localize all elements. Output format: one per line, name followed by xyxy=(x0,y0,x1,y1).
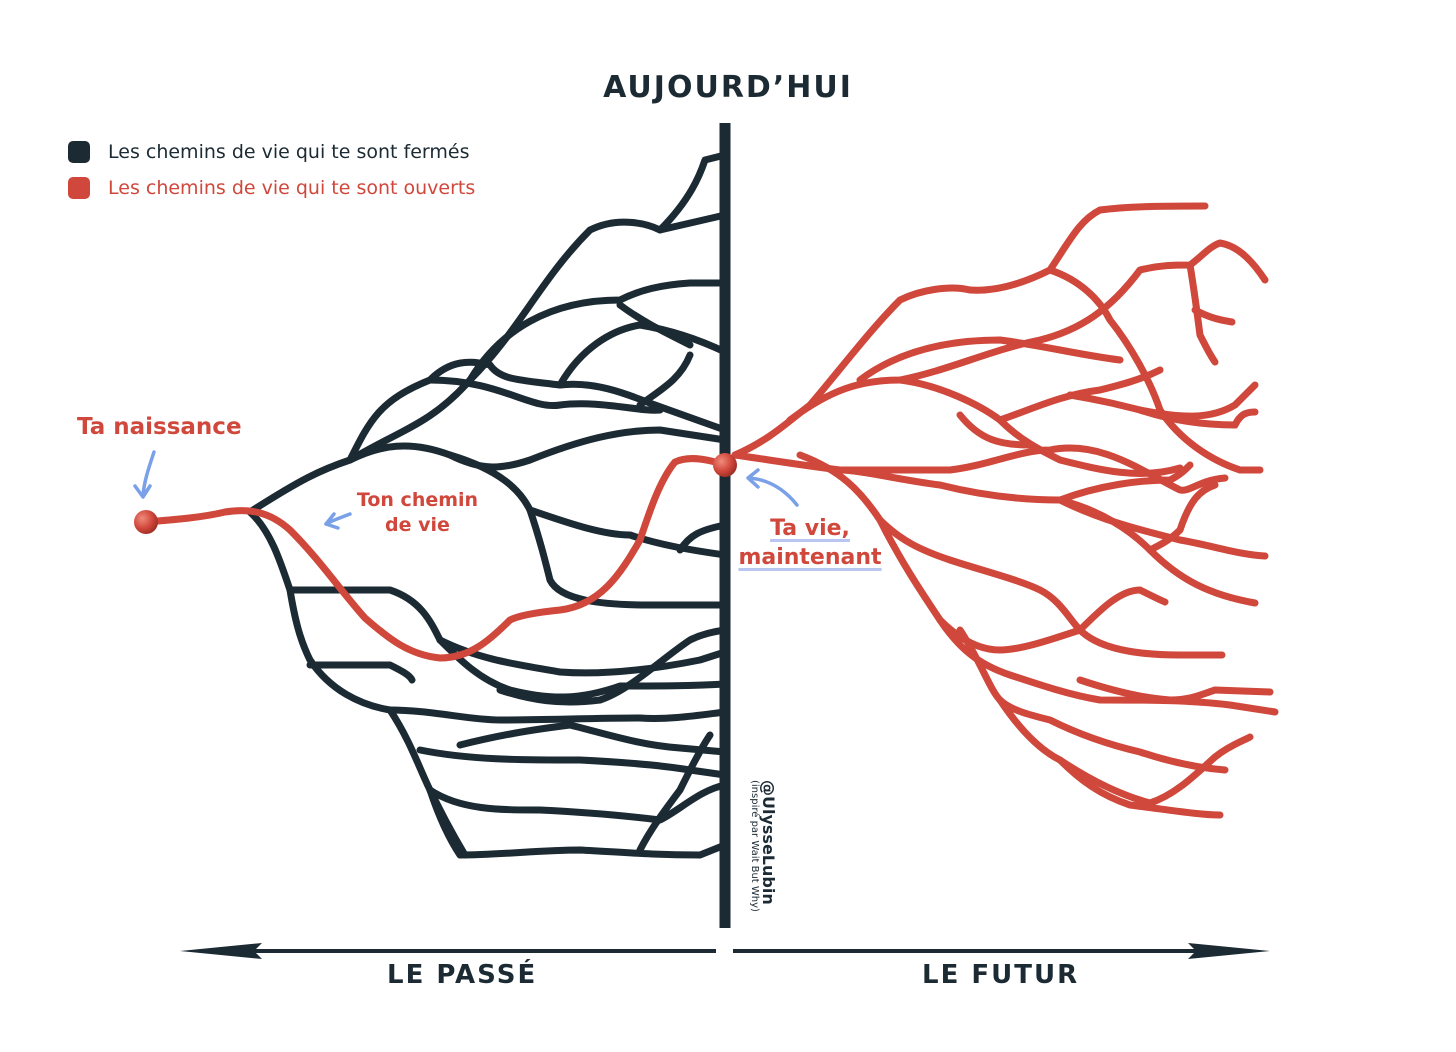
legend: Les chemins de vie qui te sont fermés Le… xyxy=(68,134,475,206)
legend-item-closed: Les chemins de vie qui te sont fermés xyxy=(68,134,475,170)
closed-swatch-icon xyxy=(68,141,90,163)
birth-label: Ta naissance xyxy=(77,414,242,440)
legend-closed-label: Les chemins de vie qui te sont fermés xyxy=(108,141,470,163)
arrow-left-icon xyxy=(180,943,262,959)
my-life-path xyxy=(142,455,729,662)
legend-open-label: Les chemins de vie qui te sont ouverts xyxy=(108,177,476,199)
arrow-right-icon xyxy=(1188,943,1270,959)
credit-inspiration: (inspiré par Wait But Why) xyxy=(749,780,760,912)
now-label-line1: Ta vie, xyxy=(770,516,850,541)
credit: @UlysseLubin (inspiré par Wait But Why) xyxy=(749,780,778,930)
timeline-axis xyxy=(180,943,1270,959)
legend-item-open: Les chemins de vie qui te sont ouverts xyxy=(68,170,475,206)
arrow-curve-up-icon xyxy=(746,468,799,507)
my-path-label-line1: Ton chemin xyxy=(356,489,479,511)
arrow-left-icon xyxy=(324,512,352,530)
now-label: Ta vie, maintenant xyxy=(730,514,890,572)
today-title: AUJOURD’HUI xyxy=(603,70,853,105)
arrow-down-icon xyxy=(133,450,156,499)
now-label-line2: maintenant xyxy=(738,545,882,570)
future-label: LE FUTUR xyxy=(922,960,1080,990)
credit-author: @UlysseLubin xyxy=(759,780,778,905)
open-paths xyxy=(731,202,1279,819)
birth-dot xyxy=(134,510,158,534)
my-path-label: Ton chemin de vie xyxy=(340,488,495,538)
now-dot xyxy=(713,453,737,477)
open-swatch-icon xyxy=(68,177,90,199)
past-label: LE PASSÉ xyxy=(387,960,538,990)
closed-paths xyxy=(246,151,729,859)
my-path-label-line2: de vie xyxy=(385,514,450,536)
